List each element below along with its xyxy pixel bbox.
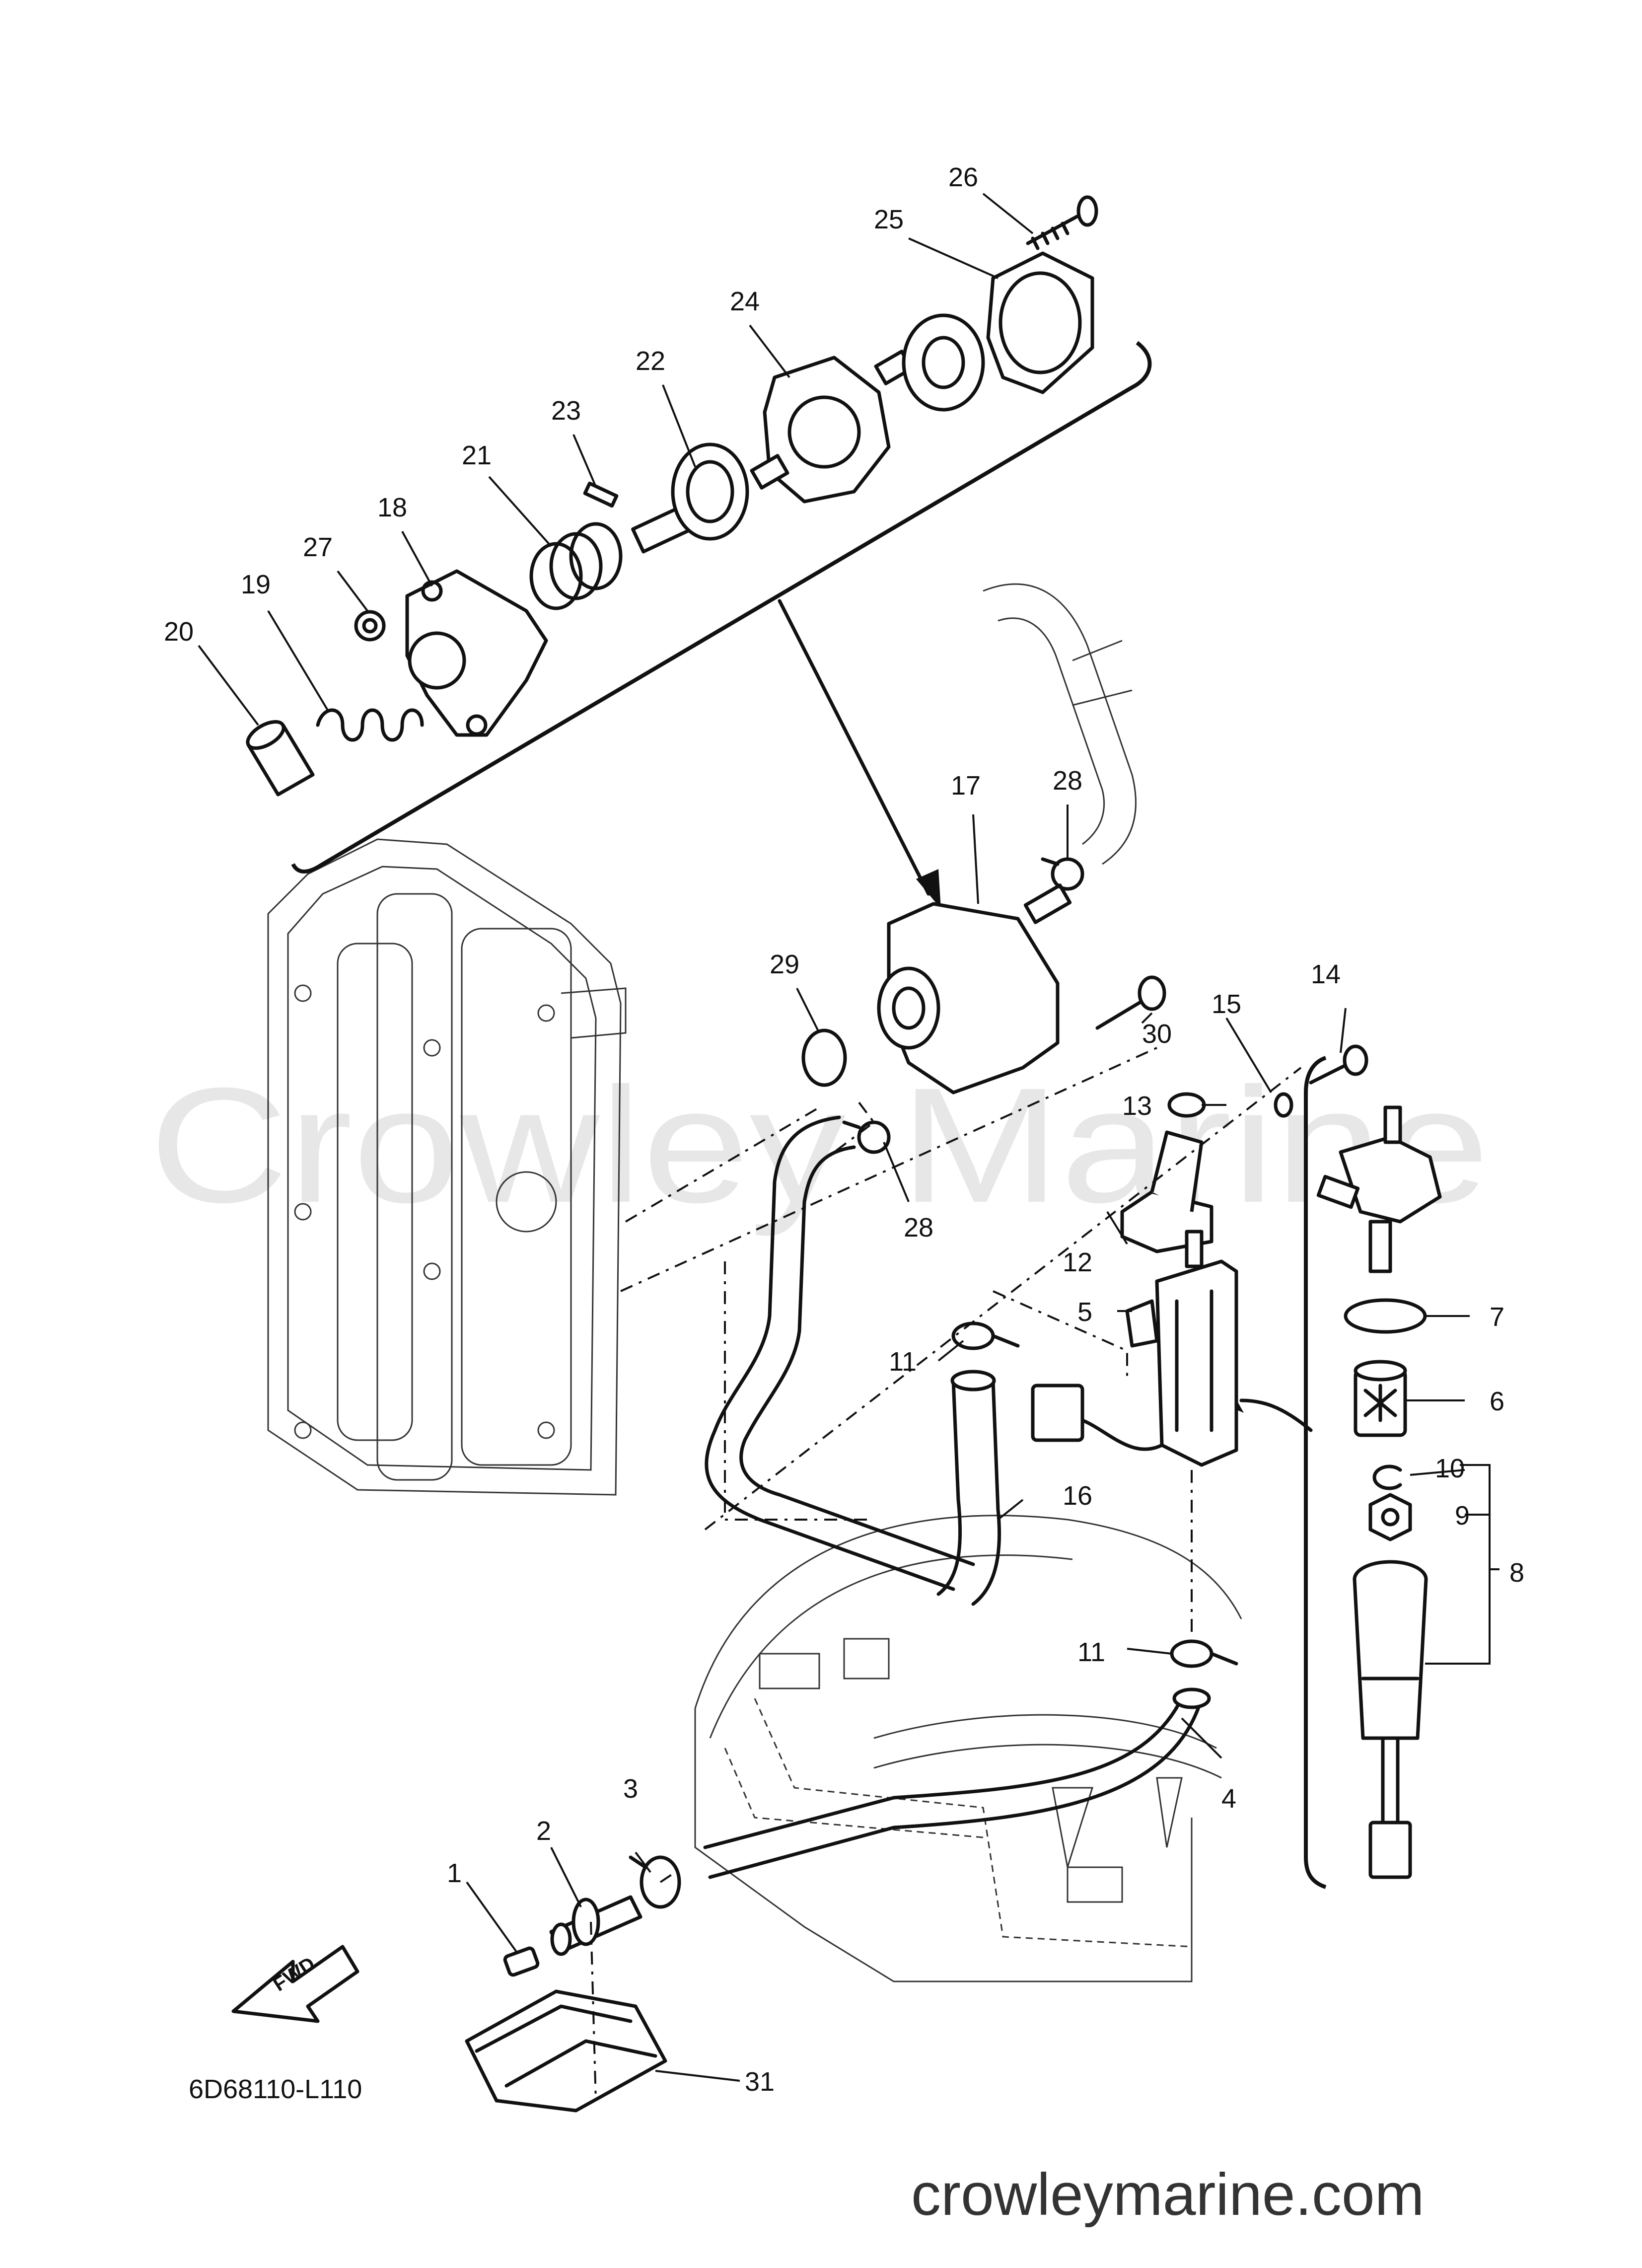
part-25-pump-cap: [986, 251, 1094, 394]
watermark: Crowley Marine: [149, 1053, 1490, 1238]
part-18-pump-cover: [405, 569, 548, 737]
part-21-spring: [529, 522, 623, 610]
callout-4: 4: [1221, 1784, 1236, 1814]
callout-13: 13: [1122, 1091, 1152, 1121]
callout-27: 27: [303, 532, 333, 562]
callout-3: 3: [623, 1774, 638, 1804]
part-3-clip: [629, 1855, 681, 1909]
detail-arrow: [778, 599, 930, 896]
part-20-cap: [246, 720, 315, 797]
callout-25: 25: [874, 205, 904, 234]
part-31-connector-cover: [465, 1989, 667, 2113]
detail-arrowhead: [916, 869, 941, 909]
part-callouts: 1 2 3 4 5 6 7 8 9 10 11 11 12 13 14 15 1…: [164, 162, 1524, 2097]
part-30-bolt: [1095, 975, 1166, 1030]
callout-1: 1: [447, 1858, 462, 1888]
callout-22: 22: [636, 346, 665, 376]
callout-20: 20: [164, 617, 194, 647]
bottom-cowl-outline: [694, 1515, 1242, 1982]
part-15-washer: [1274, 1092, 1293, 1118]
part-16-hose: [936, 1370, 1001, 1606]
callout-23: 23: [551, 396, 581, 426]
assembly-line-h: [993, 1290, 1128, 1381]
assembly-line-c: [724, 1261, 874, 1521]
part-9-nut: [1368, 1493, 1412, 1541]
part-5-fuel-filter: [1031, 1230, 1238, 1467]
part-2-connector: [549, 1895, 643, 1956]
part-11a-clip: [951, 1321, 1020, 1350]
part-11b-clip: [1170, 1639, 1238, 1668]
fwd-arrow-icon: FWD: [231, 1945, 359, 2023]
callout-21: 21: [462, 440, 492, 470]
callout-17: 17: [951, 771, 981, 801]
callout-24: 24: [730, 287, 760, 316]
callout-14: 14: [1311, 959, 1341, 989]
exploded-view-bracket: [291, 341, 1152, 874]
part-6-filter-element: [1354, 1360, 1407, 1437]
filter-detail-arrow: [1239, 1398, 1313, 1432]
callout-26: 26: [948, 162, 978, 192]
part-23-pin: [583, 481, 619, 508]
callout-12: 12: [1063, 1247, 1092, 1277]
assembly-line-d: [704, 1067, 1302, 1531]
callout-2: 2: [536, 1816, 551, 1846]
callout-30: 30: [1142, 1019, 1172, 1049]
callout-31: 31: [745, 2067, 775, 2097]
assembly-line-b: [620, 1047, 1157, 1292]
part-8-group-bracket: [1425, 1464, 1491, 1665]
hose-pump-to-block: [705, 1115, 975, 1591]
callout-28a: 28: [1053, 766, 1082, 796]
part-26-screw: [1026, 195, 1098, 250]
assembly-line-g: [833, 1101, 875, 1153]
part-1-plug: [503, 1946, 540, 1977]
filter-head-detail: [1316, 1105, 1442, 1273]
assembly-line-a: [625, 1106, 820, 1223]
callout-6: 6: [1490, 1387, 1504, 1416]
upper-fuel-hose: [983, 583, 1137, 865]
callout-28b: 28: [904, 1213, 933, 1243]
callout-19: 19: [241, 570, 271, 599]
part-8-filter-cup: [1353, 1560, 1428, 1879]
part-13-collar: [1167, 1092, 1206, 1118]
callout-7: 7: [1490, 1302, 1504, 1332]
callout-10: 10: [1435, 1454, 1465, 1483]
part-22-diaphragm-plunger: [631, 442, 749, 554]
callout-15: 15: [1212, 989, 1241, 1019]
part-28a-clip: [1041, 857, 1084, 891]
engine-block-outline: [267, 838, 627, 1496]
assembly-line-f: [590, 1921, 597, 2101]
part-24b-diaphragm: [902, 313, 985, 412]
site-label: crowleymarine.com: [911, 2161, 1425, 2228]
callout-8: 8: [1509, 1558, 1524, 1588]
part-28b-clip: [842, 1120, 891, 1154]
callout-18: 18: [377, 493, 407, 522]
part-27-nut: [354, 610, 386, 642]
part-14-bolt: [1309, 1044, 1368, 1085]
part-17-fuel-pump: [877, 883, 1072, 1095]
callout-9: 9: [1455, 1501, 1470, 1531]
callout-29: 29: [770, 950, 799, 979]
assembly-line-i: [659, 1871, 676, 1883]
callout-11a: 11: [889, 1347, 917, 1377]
callout-11b: 11: [1077, 1637, 1105, 1667]
part-24-pump-body: [750, 350, 914, 504]
part-19-spring: [316, 708, 424, 742]
filter-detail-bracket: [1304, 1056, 1327, 1889]
leader-lines: [198, 193, 1470, 2082]
part-4-hose: [703, 1687, 1211, 1879]
part-7-o-ring: [1344, 1298, 1427, 1334]
callout-5: 5: [1077, 1297, 1092, 1327]
part-10-clip: [1372, 1464, 1402, 1490]
callout-16: 16: [1063, 1481, 1092, 1511]
diagram-code: 6D68110-L110: [189, 2074, 362, 2104]
part-29-o-ring: [801, 1028, 847, 1087]
